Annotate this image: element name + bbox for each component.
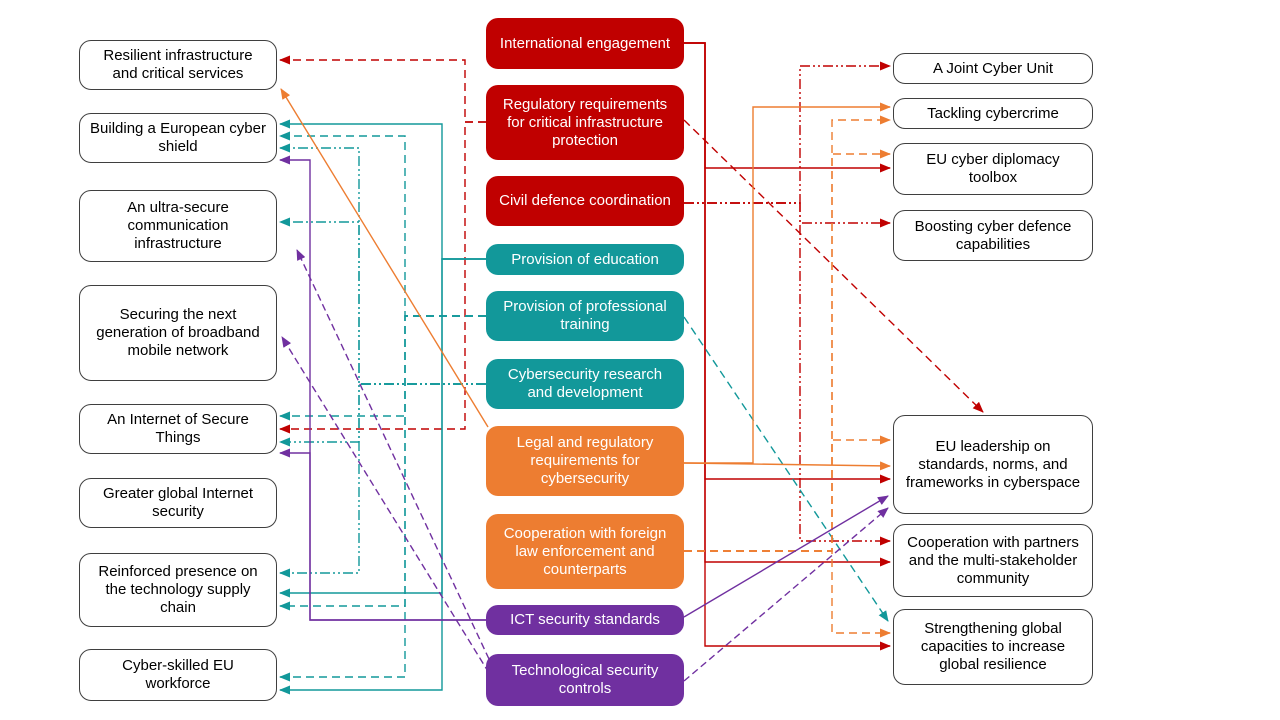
- edge-civil-defence-boosting-cyber-defence: [684, 202, 891, 228]
- edge-legal-regulatory-tackling-cybercrime: [684, 102, 891, 464]
- edge-ict-standards-internet-secure-things: [279, 448, 486, 621]
- edge-civil-defence-cooperation-partners: [684, 202, 891, 546]
- node-cybersecurity-research-development: Cybersecurity research and development: [486, 359, 684, 409]
- edge-professional-training-cyber-shield: [279, 131, 486, 317]
- node-label: Tackling cybercrime: [927, 104, 1059, 122]
- node-label: Legal and regulatory requirements for cy…: [516, 434, 654, 487]
- node-legal-regulatory-cybersecurity: Legal and regulatory requirements for cy…: [486, 426, 684, 496]
- edge-tech-controls-securing-broadband: [281, 336, 490, 674]
- node-internet-of-secure-things: An Internet of Secure Things: [79, 404, 277, 454]
- node-eu-cyber-diplomacy-toolbox: EU cyber diplomacy toolbox: [893, 143, 1093, 195]
- node-boosting-cyber-defence: Boosting cyber defence capabilities: [893, 210, 1093, 261]
- node-ict-security-standards: ICT security standards: [486, 605, 684, 635]
- node-label: International engagement: [499, 34, 671, 52]
- node-eu-leadership-standards: EU leadership on standards, norms, and f…: [893, 415, 1093, 514]
- node-label: EU cyber diplomacy toolbox: [926, 151, 1060, 186]
- edge-cyber-research-reinforced-presence: [279, 383, 486, 578]
- node-label: A Joint Cyber Unit: [932, 59, 1054, 77]
- node-greater-global-internet-security: Greater global Internet security: [79, 478, 277, 528]
- edge-ict-standards-cyber-shield: [279, 155, 486, 621]
- node-label: Cyber-skilled EU workforce: [122, 657, 234, 692]
- node-label: Greater global Internet security: [102, 485, 254, 520]
- node-reinforced-presence-supply-chain: Reinforced presence on the technology su…: [79, 553, 277, 627]
- edge-international-engagement-cooperation-partners: [684, 42, 891, 567]
- node-civil-defence-coordination: Civil defence coordination: [486, 176, 684, 226]
- node-label: Boosting cyber defence capabilities: [914, 217, 1072, 253]
- node-cooperation-partners-multistakeholder: Cooperation with partners and the multi-…: [893, 524, 1093, 597]
- node-label: An Internet of Secure Things: [107, 411, 249, 446]
- node-resilient-infrastructure: Resilient infrastructure and critical se…: [79, 40, 277, 90]
- edge-professional-training-internet-secure-things: [279, 315, 486, 421]
- edge-international-engagement-eu-leadership: [684, 42, 891, 484]
- node-cooperation-foreign-law-enforcement: Cooperation with foreign law enforcement…: [486, 514, 684, 589]
- node-strengthening-global-capacities: Strengthening global capacities to incre…: [893, 609, 1093, 685]
- node-label: Technological security controls: [511, 662, 659, 697]
- node-label: Regulatory requirements for critical inf…: [502, 95, 668, 149]
- edge-regulatory-critical-eu-leadership: [683, 119, 984, 413]
- node-label: An ultra-secure communication infrastruc…: [127, 199, 229, 252]
- edge-provision-education-cyber-skilled-workforce: [279, 258, 486, 695]
- edge-professional-training-cyber-skilled-workforce: [279, 315, 486, 682]
- edge-cyber-research-internet-secure-things: [279, 383, 486, 447]
- edge-foreign-law-strengthening-global: [684, 550, 891, 638]
- node-label: Resilient infrastructure and critical se…: [103, 47, 253, 82]
- node-label: ICT security standards: [510, 611, 660, 628]
- edge-tech-controls-eu-leadership: [683, 507, 889, 682]
- edge-foreign-law-eu-cyber-diplomacy-toolbox: [684, 149, 891, 552]
- edge-foreign-law-tackling-cybercrime: [684, 115, 891, 552]
- edge-provision-education-reinforced-presence: [279, 258, 486, 598]
- edge-provision-education-cyber-shield: [279, 119, 486, 260]
- node-cyber-skilled-workforce: Cyber-skilled EU workforce: [79, 649, 277, 701]
- edge-ict-standards-eu-leadership: [683, 495, 889, 618]
- node-label: Building a European cyber shield: [90, 120, 266, 155]
- node-ultra-secure-communication: An ultra-secure communication infrastruc…: [79, 190, 277, 262]
- edge-regulatory-critical-resilient-infrastructure: [279, 55, 486, 123]
- edge-regulatory-critical-internet-secure-things: [279, 121, 486, 434]
- edge-international-engagement-strengthening-global: [684, 42, 891, 651]
- node-provision-professional-training: Provision of professional training: [486, 291, 684, 341]
- node-label: Provision of professional training: [503, 298, 667, 333]
- edge-cyber-research-ultra-secure-communication: [279, 217, 486, 385]
- node-international-engagement: International engagement: [486, 18, 684, 69]
- node-tackling-cybercrime: Tackling cybercrime: [893, 98, 1093, 129]
- node-label: Securing the next generation of broadban…: [96, 306, 260, 359]
- node-label: Cooperation with foreign law enforcement…: [503, 524, 667, 578]
- edge-professional-training-strengthening-global: [683, 316, 889, 622]
- node-provision-of-education: Provision of education: [486, 244, 684, 275]
- node-joint-cyber-unit: A Joint Cyber Unit: [893, 53, 1093, 84]
- node-european-cyber-shield: Building a European cyber shield: [79, 113, 277, 163]
- node-regulatory-critical-infrastructure: Regulatory requirements for critical inf…: [486, 85, 684, 160]
- edge-tech-controls-ultra-secure-communication: [296, 249, 490, 660]
- edge-civil-defence-joint-cyber-unit: [684, 61, 891, 204]
- node-securing-broadband-network: Securing the next generation of broadban…: [79, 285, 277, 381]
- node-label: Provision of education: [511, 250, 659, 268]
- edge-foreign-law-eu-leadership: [684, 435, 891, 552]
- edge-legal-regulatory-resilient-infrastructure: [280, 88, 489, 428]
- node-technological-security-controls: Technological security controls: [486, 654, 684, 706]
- node-label: Strengthening global capacities to incre…: [920, 620, 1066, 673]
- node-label: Cybersecurity research and development: [507, 366, 663, 401]
- node-label: Civil defence coordination: [499, 192, 671, 209]
- node-label: Reinforced presence on the technology su…: [98, 563, 258, 616]
- edge-cyber-research-cyber-shield: [279, 143, 486, 385]
- node-label: EU leadership on standards, norms, and f…: [905, 437, 1081, 491]
- edge-professional-training-reinforced-presence: [279, 315, 486, 611]
- node-label: Cooperation with partners and the multi-…: [907, 533, 1079, 587]
